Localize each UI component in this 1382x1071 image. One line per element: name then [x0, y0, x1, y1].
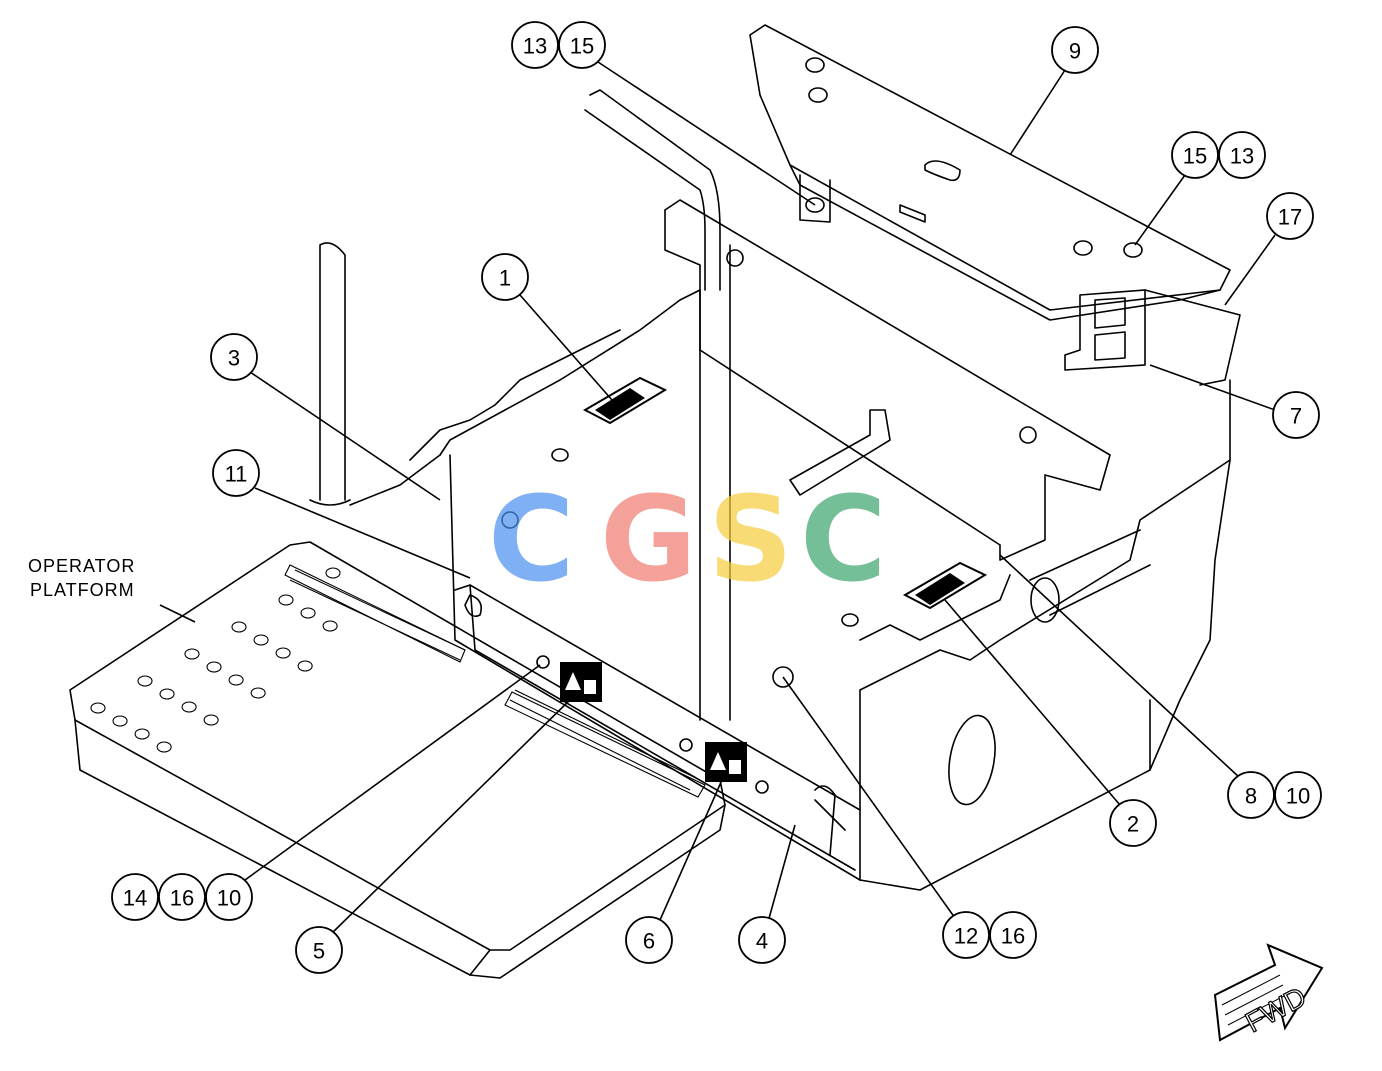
callout-15-top: 15: [558, 21, 606, 69]
warning-decal-6: [679, 738, 769, 794]
callout-17: 17: [1266, 192, 1314, 240]
platform-hole: [134, 728, 150, 740]
callout-13-top: 13: [511, 21, 559, 69]
platform-hole: [90, 702, 106, 714]
callout-14: 14: [111, 873, 159, 921]
svg-text:14: 14: [123, 886, 147, 911]
operator-platform-label-line1: OPERATOR: [28, 556, 135, 576]
callout-11: 11: [212, 449, 260, 497]
svg-text:8: 8: [1245, 784, 1257, 809]
svg-text:7: 7: [1290, 404, 1302, 429]
platform-hole: [206, 661, 222, 673]
platform-hole: [231, 621, 247, 633]
svg-text:6: 6: [643, 929, 655, 954]
platform-holes: [90, 567, 341, 753]
callout-9: 9: [1051, 26, 1099, 74]
platform-hole: [181, 701, 197, 713]
platform-hole: [253, 634, 269, 646]
callout-16-bottom: 16: [989, 911, 1037, 959]
callout-13-right: 13: [1218, 131, 1266, 179]
warning-decal-1: [582, 376, 668, 425]
leader-lines: [159, 61, 1276, 936]
platform-hole: [156, 741, 172, 753]
platform-hole: [184, 648, 200, 660]
svg-text:10: 10: [1286, 784, 1310, 809]
callout-15-right: 15: [1171, 131, 1219, 179]
platform-hole: [297, 660, 313, 672]
platform-hole: [325, 567, 341, 579]
callout-2: 2: [1109, 799, 1157, 847]
warning-decal-2: [902, 561, 988, 610]
callout-7: 7: [1272, 391, 1320, 439]
callout-5: 5: [295, 926, 343, 974]
svg-text:11: 11: [225, 462, 248, 487]
watermark-letter-c1: C: [488, 470, 575, 608]
svg-text:5: 5: [313, 939, 325, 964]
svg-text:15: 15: [1183, 144, 1207, 169]
platform-hole: [112, 715, 128, 727]
svg-text:13: 13: [523, 34, 547, 59]
watermark-letter-s: S: [708, 470, 793, 608]
svg-text:10: 10: [217, 886, 241, 911]
svg-text:4: 4: [756, 929, 768, 954]
operator-platform: [69, 541, 726, 979]
watermark-letter-g: G: [600, 470, 697, 608]
svg-text:2: 2: [1127, 812, 1139, 837]
svg-text:17: 17: [1278, 205, 1302, 230]
platform-hole: [250, 687, 266, 699]
platform-hole: [159, 688, 175, 700]
svg-text:15: 15: [570, 34, 594, 59]
svg-text:13: 13: [1230, 144, 1254, 169]
svg-text:12: 12: [954, 924, 978, 949]
callout-8: 8: [1227, 771, 1275, 819]
platform-hole: [228, 674, 244, 686]
callout-16-left: 16: [158, 873, 206, 921]
callout-12: 12: [942, 911, 990, 959]
watermark-letter-c2: C: [800, 470, 887, 608]
platform-hole: [300, 607, 316, 619]
callout-10-right: 10: [1274, 771, 1322, 819]
svg-text:16: 16: [170, 886, 194, 911]
svg-text:9: 9: [1069, 39, 1081, 64]
forward-direction-arrow: FWD: [1213, 943, 1324, 1042]
platform-hole: [322, 620, 338, 632]
watermark: C G S C: [488, 470, 887, 608]
svg-text:3: 3: [228, 346, 240, 371]
warning-decal-5: [536, 655, 602, 702]
callout-10-left: 10: [205, 873, 253, 921]
platform-hole: [203, 714, 219, 726]
platform-hole: [275, 647, 291, 659]
callout-1: 1: [481, 253, 529, 301]
svg-text:1: 1: [499, 266, 511, 291]
platform-hole: [137, 675, 153, 687]
bracket-bolts: [799, 57, 1143, 258]
callout-4: 4: [738, 916, 786, 964]
battery-tray-frame: [309, 24, 1241, 891]
operator-platform-label-line2: PLATFORM: [30, 580, 135, 600]
callout-3: 3: [210, 333, 258, 381]
platform-hole: [278, 594, 294, 606]
callout-6: 6: [625, 916, 673, 964]
svg-text:16: 16: [1001, 924, 1025, 949]
